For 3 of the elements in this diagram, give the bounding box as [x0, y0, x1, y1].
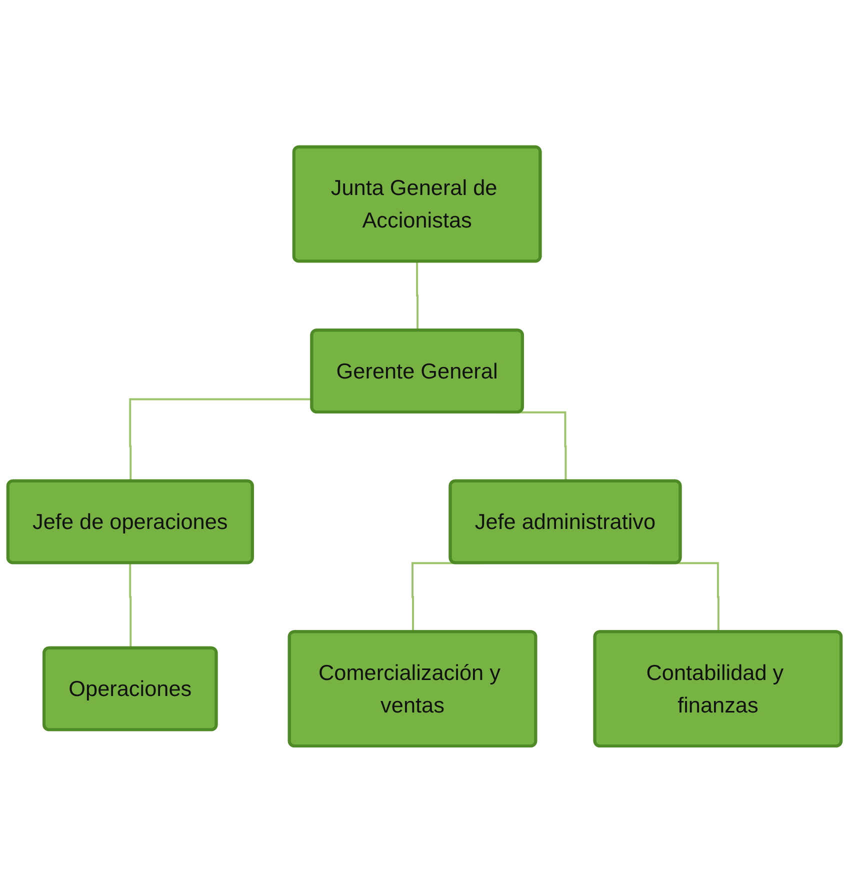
connector: [129, 398, 312, 482]
connector: [416, 260, 419, 331]
connector: [129, 562, 132, 648]
